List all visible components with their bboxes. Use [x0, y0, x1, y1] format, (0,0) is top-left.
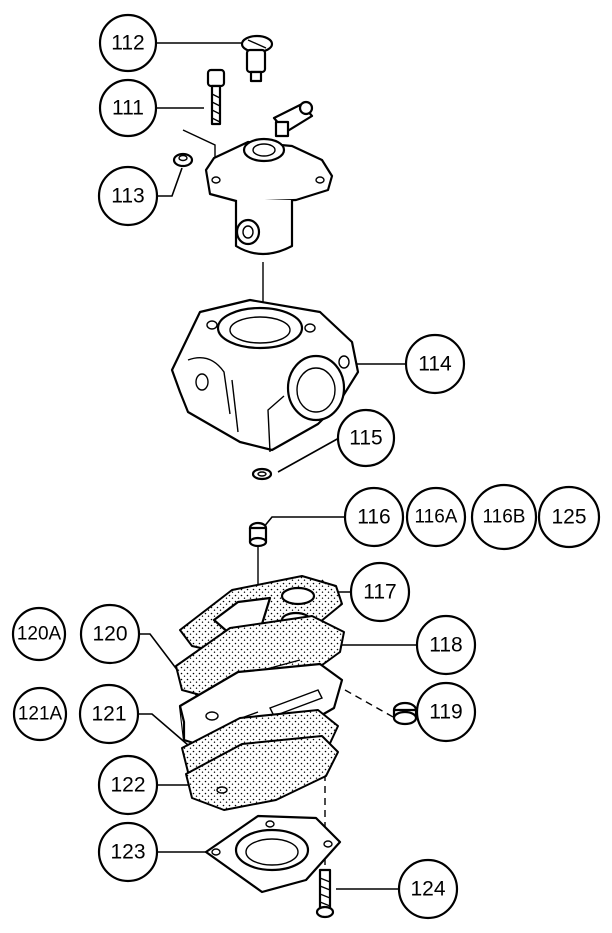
callout-114: 114: [404, 333, 466, 395]
callout-circle: [415, 614, 477, 676]
callout-116: 116: [343, 486, 405, 548]
callout-124: 124: [397, 858, 459, 920]
callout-119: 119: [415, 681, 477, 743]
callout-111: 111: [98, 78, 158, 138]
part-116-plug: [248, 521, 268, 548]
callout-text: 119: [429, 701, 462, 724]
callout-115: 115: [336, 408, 396, 468]
part-upper-throttle-body: [204, 100, 334, 256]
callout-circle: [12, 686, 68, 742]
callout-123: 123: [97, 821, 159, 883]
callout-circle: [11, 606, 67, 662]
callout-118: 118: [415, 614, 477, 676]
callout-text: 116A: [415, 507, 458, 528]
callout-circle: [79, 603, 141, 665]
callout-text: 116B: [483, 507, 526, 528]
part-122-gasket: [185, 735, 339, 811]
callout-text: 124: [410, 878, 445, 901]
callout-text: 117: [363, 581, 396, 604]
callout-120: 120: [79, 603, 141, 665]
callout-labels: 112 111 113 114 115 116 116A 116B 125 117 120A 120 1…: [11, 13, 601, 920]
callout-text: 120A: [17, 624, 62, 645]
callout-116A: 116A: [405, 486, 467, 548]
callout-circle: [404, 333, 466, 395]
callout-circle: [97, 165, 159, 227]
callout-text: 121: [91, 703, 126, 726]
callout-text: 123: [110, 841, 145, 864]
callout-120A: 120A: [11, 606, 67, 662]
part-114-main-body: [170, 298, 360, 453]
part-111-bolt: [206, 68, 226, 126]
part-112-screw: [240, 34, 274, 83]
callout-125: 125: [537, 485, 601, 549]
callout-circle: [97, 754, 159, 816]
callout-112: 112: [98, 13, 158, 73]
callout-text: 113: [111, 185, 144, 208]
callout-circle: [343, 486, 405, 548]
callout-circle: [470, 483, 538, 551]
callout-circle: [397, 858, 459, 920]
callout-circle: [405, 486, 467, 548]
callout-121: 121: [78, 683, 140, 745]
part-124-screw: [315, 868, 335, 919]
part-119-cap: [392, 701, 418, 726]
callout-113: 113: [97, 165, 159, 227]
callout-text: 118: [429, 634, 462, 657]
callout-text: 114: [418, 353, 452, 376]
callout-text: 120: [92, 623, 127, 646]
callout-circle: [336, 408, 396, 468]
callout-circle: [415, 681, 477, 743]
callout-circle: [349, 561, 411, 623]
callout-122: 122: [97, 754, 159, 816]
callout-text: 125: [551, 506, 586, 529]
callout-circle: [537, 485, 601, 549]
callout-117: 117: [349, 561, 411, 623]
callout-circle: [78, 683, 140, 745]
callout-text: 112: [111, 32, 144, 55]
part-115-o-ring: [251, 467, 273, 481]
callout-text: 121A: [18, 704, 63, 725]
callout-text: 122: [110, 774, 145, 797]
callout-121A: 121A: [12, 686, 68, 742]
callout-116B: 116B: [470, 483, 538, 551]
callout-circle: [98, 78, 158, 138]
part-113-cap: [172, 152, 194, 168]
part-123-cover: [204, 814, 342, 894]
callout-text: 115: [349, 427, 382, 450]
callout-text: 111: [112, 97, 144, 120]
callout-circle: [97, 821, 159, 883]
callout-text: 116: [357, 506, 390, 529]
callout-circle: [98, 13, 158, 73]
leader-lines: [138, 42, 420, 890]
